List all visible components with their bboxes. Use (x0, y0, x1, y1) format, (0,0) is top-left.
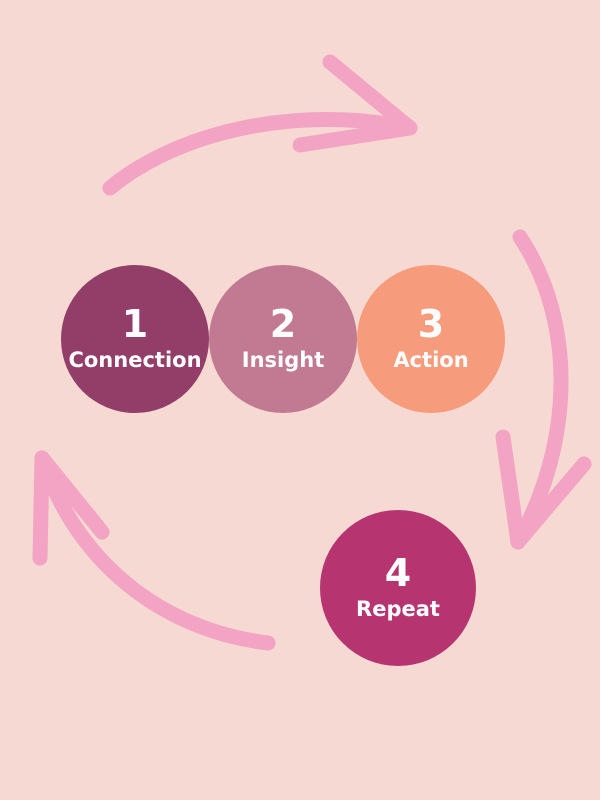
step-circle-insight: 2 Insight (209, 265, 357, 413)
step-circle-connection: 1 Connection (61, 265, 209, 413)
step-label: Insight (241, 348, 325, 372)
left-arrow (32, 450, 276, 651)
top-arrow (102, 54, 418, 196)
step-label: Connection (68, 348, 202, 372)
step-circle-repeat: 4 Repeat (320, 510, 476, 666)
right-arrow (495, 229, 592, 550)
step-label: Action (393, 348, 469, 372)
step-label: Repeat (356, 597, 440, 621)
step-number: 3 (417, 302, 445, 346)
step-circle-action: 3 Action (357, 265, 505, 413)
step-number: 4 (384, 551, 412, 595)
step-number: 1 (121, 302, 149, 346)
step-number: 2 (269, 302, 297, 346)
